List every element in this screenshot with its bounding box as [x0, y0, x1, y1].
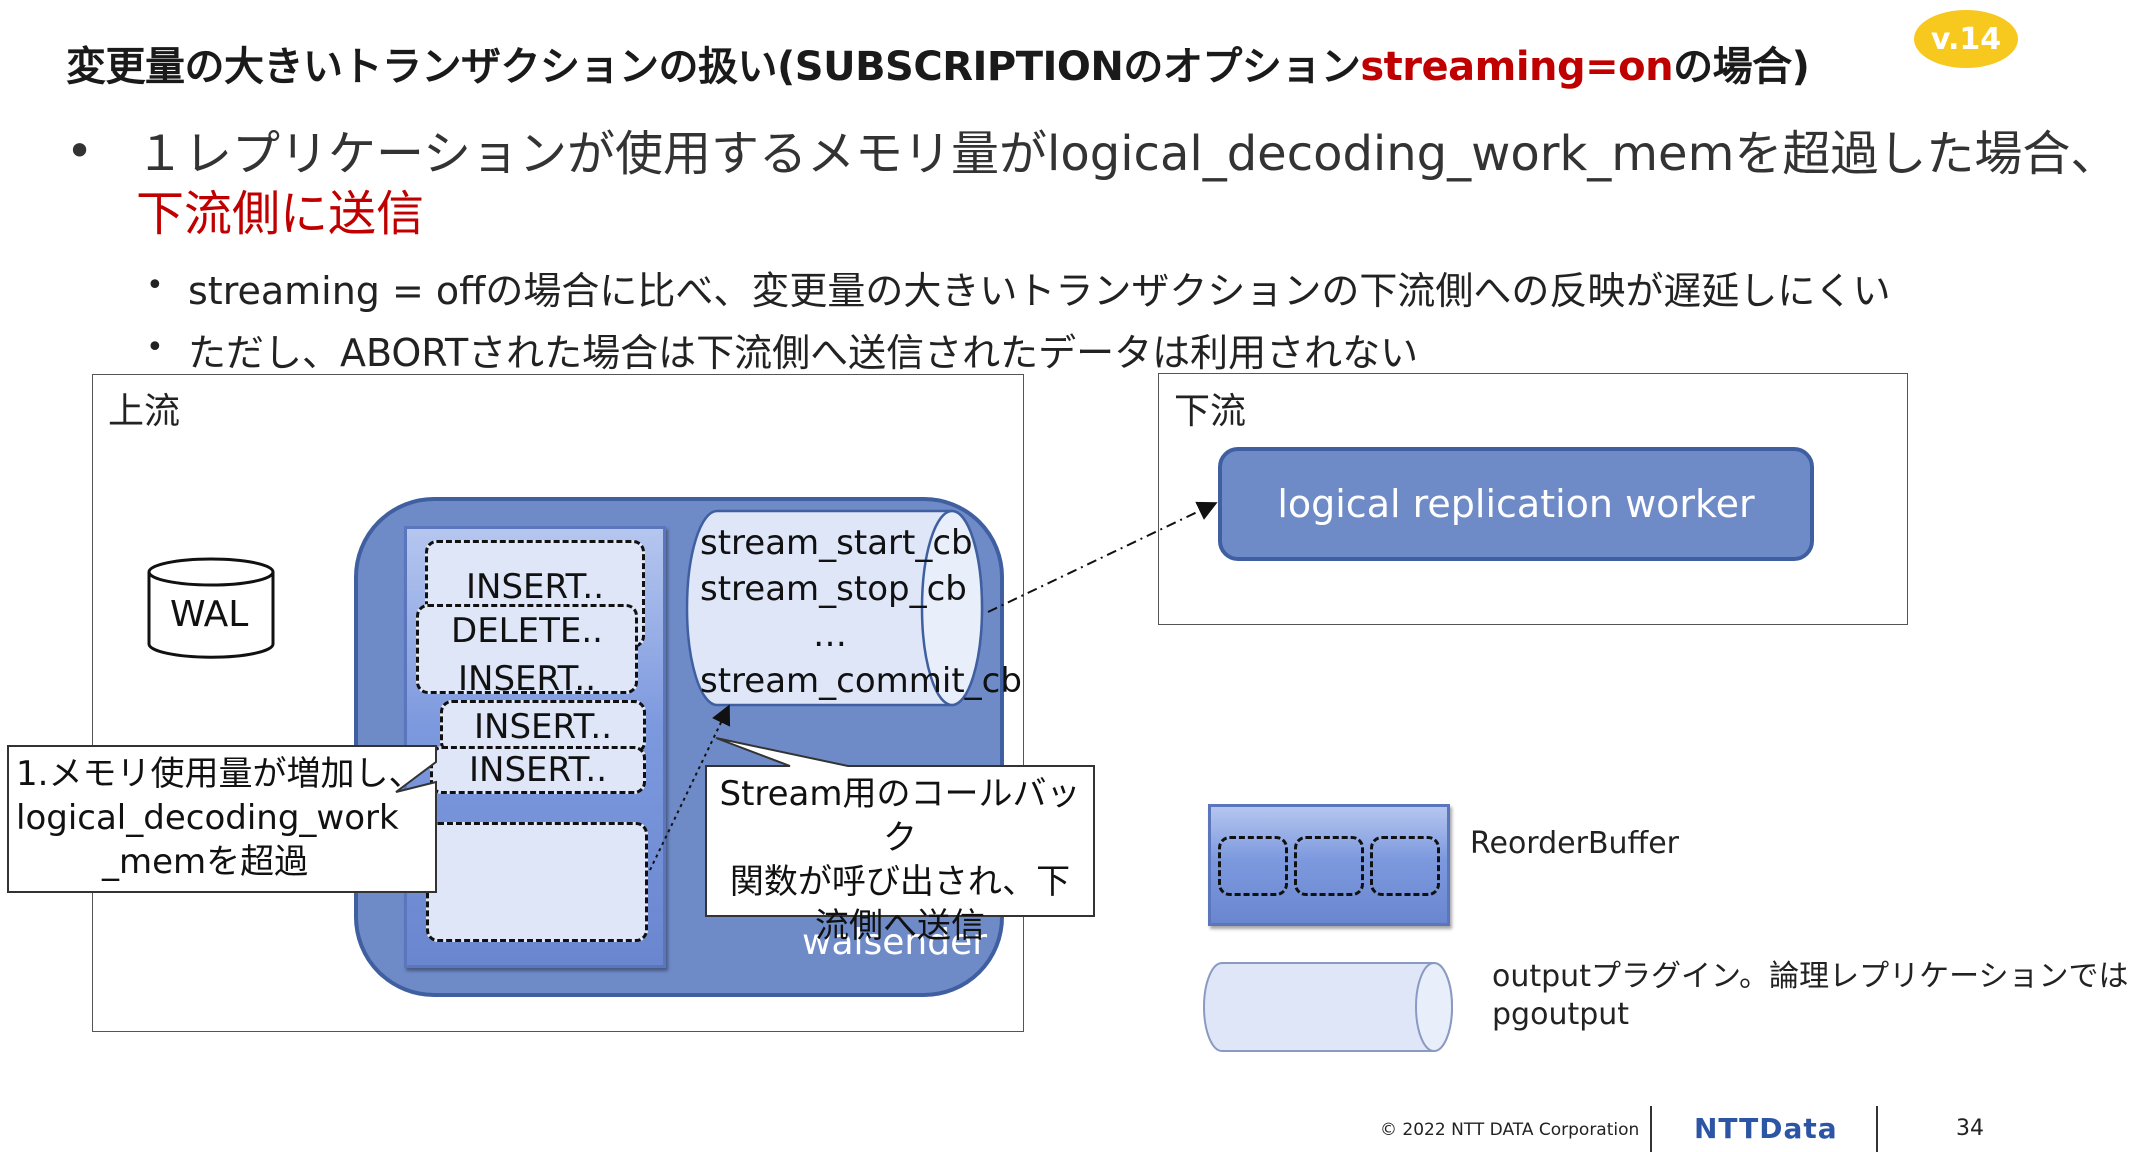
callout-stream: Stream用のコールバック 関数が呼び出され、下 流側へ送信 [706, 772, 1094, 948]
footer-divider [1650, 1106, 1652, 1152]
connector-arrows [649, 501, 1218, 871]
ntt-data-logo: NTTData [1694, 1112, 1838, 1145]
callout-stream-line: Stream用のコールバック [719, 774, 1081, 858]
sub-bullet-2: ただし、ABORTされた場合は下流側へ送信されたデータは利用されない [188, 331, 1419, 375]
legend-output-line: outputプラグイン。論理レプリケーションでは [1492, 959, 2129, 994]
change-entry: INSERT.. [430, 746, 646, 794]
footer-copyright: © 2022 NTT DATA Corporation [1380, 1120, 1640, 1140]
change-label: INSERT.. [457, 659, 597, 699]
main-bullet-line1: １レプリケーションが使用するメモリ量がlogical_decoding_work… [136, 126, 2119, 182]
page-number: 34 [1956, 1116, 1984, 1141]
title-prefix: 変更量の大きいトランザクションの扱い(SUBSCRIPTIONのオプション [66, 44, 1361, 90]
callback-item: stream_stop_cb [700, 569, 967, 609]
legend-reorderbuffer-label: ReorderBuffer [1470, 826, 1680, 861]
legend-slot [1294, 836, 1364, 896]
callout-memory-line: logical_decoding_work [16, 798, 399, 838]
slide-title: 変更量の大きいトランザクションの扱い(SUBSCRIPTIONのオプションstr… [66, 34, 1810, 92]
output-plugin-cylinder [685, 509, 984, 707]
callout-memory-line: 1.メモリ使用量が増加し、 [16, 754, 423, 794]
sub-bullet-1: streaming = offの場合に比べ、変更量の大きいトランザクションの下流… [188, 269, 1891, 313]
walsender-label: walsender [802, 922, 988, 963]
title-suffix: の場合) [1673, 44, 1810, 90]
main-bullet-marker: • [66, 124, 94, 178]
callout-stream-line: 流側へ送信 [815, 906, 985, 946]
footer-divider [1876, 1106, 1878, 1152]
to-callback-arrow [649, 704, 731, 871]
callout-stream-line: 関数が呼び出され、下 [729, 862, 1071, 902]
sub-bullet-marker-2: • [146, 330, 164, 365]
change-label: DELETE.. [451, 611, 603, 651]
wal-label: WAL [170, 594, 249, 635]
callback-item: … [813, 615, 847, 655]
legend-slot [1370, 836, 1440, 896]
callback-item: stream_start_cb [700, 523, 973, 563]
callout-stream-shape [705, 737, 1095, 917]
legend-output-text: outputプラグイン。論理レプリケーションでは pgoutput [1492, 958, 2129, 1034]
logical-replication-worker-box: logical replication worker [1218, 447, 1814, 561]
to-downstream-arrow [987, 501, 1218, 613]
legend-reorderbuffer-swatch [1208, 804, 1450, 926]
main-bullet-line2: 下流側に送信 [136, 186, 425, 242]
callout-memory-line: _memを超過 [102, 842, 309, 882]
callout-memory-shape [7, 745, 437, 893]
legend-output-cylinder [1203, 962, 1453, 1052]
legend-output-line: pgoutput [1492, 997, 1630, 1032]
change-entry: DELETE.. INSERT.. [416, 604, 638, 699]
version-badge: v.14 [1914, 10, 2018, 68]
downstream-label: 下流 [1174, 391, 1247, 432]
wal-database-icon [147, 557, 275, 659]
title-highlight: streaming=on [1360, 44, 1674, 90]
upstream-label: 上流 [108, 391, 181, 432]
legend-slot [1218, 836, 1288, 896]
empty-change-slot [426, 822, 648, 942]
main-bullet-text: １レプリケーションが使用するメモリ量がlogical_decoding_work… [136, 124, 2118, 244]
callout-memory: 1.メモリ使用量が増加し、 logical_decoding_work _mem… [16, 752, 422, 884]
sub-bullet-marker-1: • [146, 268, 164, 303]
